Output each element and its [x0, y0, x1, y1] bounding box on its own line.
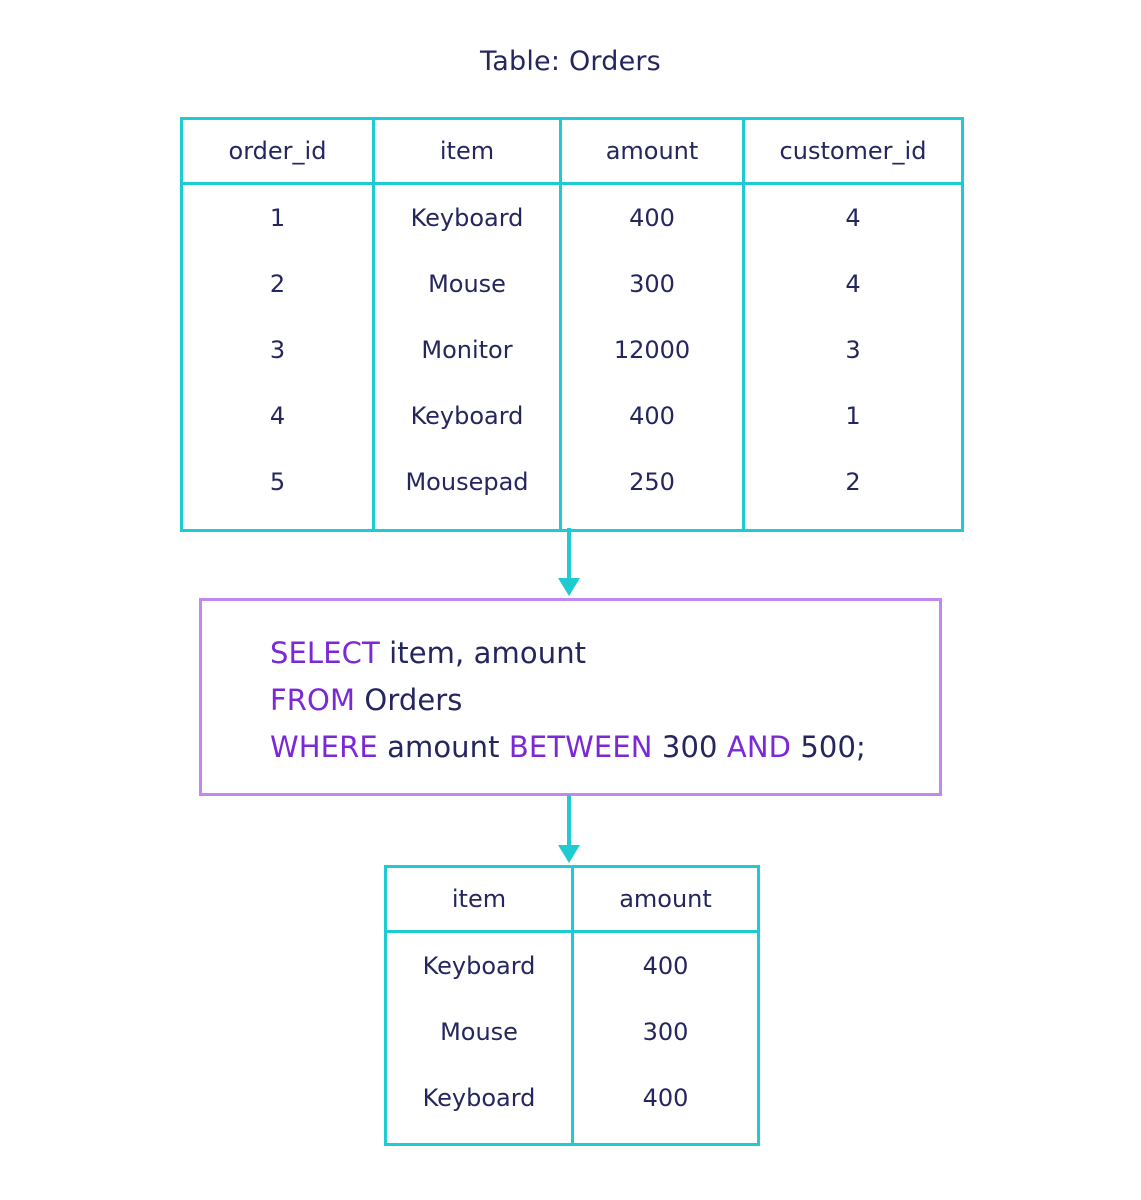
sql-text: 500; — [791, 730, 866, 764]
sql-keyword: SELECT — [270, 636, 380, 670]
table-cell: 400 — [559, 183, 744, 251]
table-cell: 2 — [742, 449, 963, 531]
table-cell: 1 — [182, 184, 374, 252]
table-cell: 400 — [571, 1065, 759, 1145]
cell-text: Keyboard — [410, 204, 524, 232]
cell-text: 400 — [642, 1084, 689, 1112]
query-line-where: WHERE amount BETWEEN 300 AND 500; — [270, 729, 866, 765]
table-row: 1 Keyboard 400 4 — [182, 183, 963, 252]
sql-query-box: SELECT item, amount FROM Orders WHERE am… — [199, 598, 942, 796]
arrow-down-icon — [558, 578, 580, 596]
sql-keyword: FROM — [270, 683, 356, 717]
orders-header-row: order_id item amount customer_id — [181, 118, 963, 185]
table-cell: 400 — [571, 931, 759, 999]
cell-text: 400 — [629, 402, 675, 430]
cell-text: Mouse — [428, 270, 506, 298]
sql-keyword: AND — [726, 730, 792, 764]
cell-text: Mousepad — [405, 468, 529, 496]
orders-header-order-id: order_id — [181, 118, 374, 185]
table-row: 5 Mousepad 250 2 — [182, 449, 963, 531]
table-cell: 300 — [571, 999, 759, 1065]
cell-text: 1 — [269, 204, 286, 232]
table-cell: 2 — [182, 251, 374, 317]
page-title: Table: Orders — [480, 46, 661, 77]
table-cell: Mouse — [372, 251, 561, 317]
table-row: Keyboard 400 — [386, 931, 759, 1000]
table-cell: 3 — [742, 317, 963, 383]
cell-text: Keyboard — [410, 402, 524, 430]
table-cell: Keyboard — [386, 932, 573, 1000]
query-line-from: FROM Orders — [270, 682, 463, 718]
cell-text: 4 — [269, 402, 286, 430]
sql-text: amount — [377, 730, 509, 764]
table-cell: 3 — [182, 317, 374, 383]
cell-text: 3 — [269, 336, 286, 364]
table-cell: 400 — [559, 383, 744, 449]
cell-text: 12000 — [613, 336, 691, 364]
cell-text: 5 — [269, 468, 286, 496]
table-row: 4 Keyboard 400 1 — [182, 383, 963, 449]
cell-text: 1 — [845, 402, 861, 430]
sql-keyword: WHERE — [270, 730, 378, 764]
cell-text: 250 — [629, 468, 675, 496]
table-cell: 12000 — [559, 317, 744, 383]
sql-text: item, amount — [379, 636, 587, 670]
table-row: Keyboard 400 — [386, 1065, 759, 1145]
table-cell: 250 — [559, 449, 744, 531]
sql-text: Orders — [355, 683, 463, 717]
table-row: Mouse 300 — [386, 999, 759, 1065]
table-cell: 5 — [182, 449, 374, 531]
orders-table: order_id item amount customer_id 1 Keybo… — [180, 117, 964, 532]
table-cell: Keyboard — [372, 383, 561, 449]
table-cell: Mousepad — [372, 449, 561, 531]
cell-text: Mouse — [440, 1018, 518, 1046]
orders-header-customer-id: customer_id — [742, 118, 963, 185]
table-cell: 4 — [182, 383, 374, 449]
result-header-row: item amount — [385, 866, 759, 933]
cell-text: 400 — [642, 952, 689, 980]
cell-text: Monitor — [421, 336, 513, 364]
cell-text: 4 — [845, 204, 861, 232]
sql-keyword: BETWEEN — [508, 730, 653, 764]
cell-text: Keyboard — [422, 1084, 536, 1112]
arrow-down-icon — [558, 845, 580, 863]
cell-text: 400 — [629, 204, 675, 232]
arrow-shaft-top — [567, 528, 571, 580]
table-cell: Keyboard — [372, 183, 561, 251]
result-header-item: item — [385, 866, 573, 933]
table-row: 3 Monitor 12000 3 — [182, 317, 963, 383]
table-cell: 4 — [742, 251, 963, 317]
table-cell: Monitor — [372, 317, 561, 383]
cell-text: 4 — [845, 270, 861, 298]
cell-text: 2 — [845, 468, 861, 496]
result-table: item amount Keyboard 400 Mouse 300 Keybo… — [384, 865, 760, 1146]
orders-header-amount: amount — [559, 118, 744, 185]
table-cell: 4 — [742, 183, 963, 251]
cell-text: 3 — [845, 336, 861, 364]
orders-header-item: item — [372, 118, 561, 185]
cell-text: 300 — [629, 270, 675, 298]
arrow-shaft-bottom — [567, 795, 571, 847]
cell-text: 2 — [269, 270, 286, 298]
result-header-amount: amount — [571, 866, 759, 933]
cell-text: Keyboard — [422, 952, 536, 980]
table-cell: Keyboard — [386, 1065, 573, 1145]
table-cell: Mouse — [386, 999, 573, 1065]
table-cell: 300 — [559, 251, 744, 317]
query-line-select: SELECT item, amount — [270, 635, 586, 671]
table-row: 2 Mouse 300 4 — [182, 251, 963, 317]
cell-text: 300 — [642, 1018, 689, 1046]
table-cell: 1 — [742, 383, 963, 449]
sql-text: 300 — [652, 730, 727, 764]
